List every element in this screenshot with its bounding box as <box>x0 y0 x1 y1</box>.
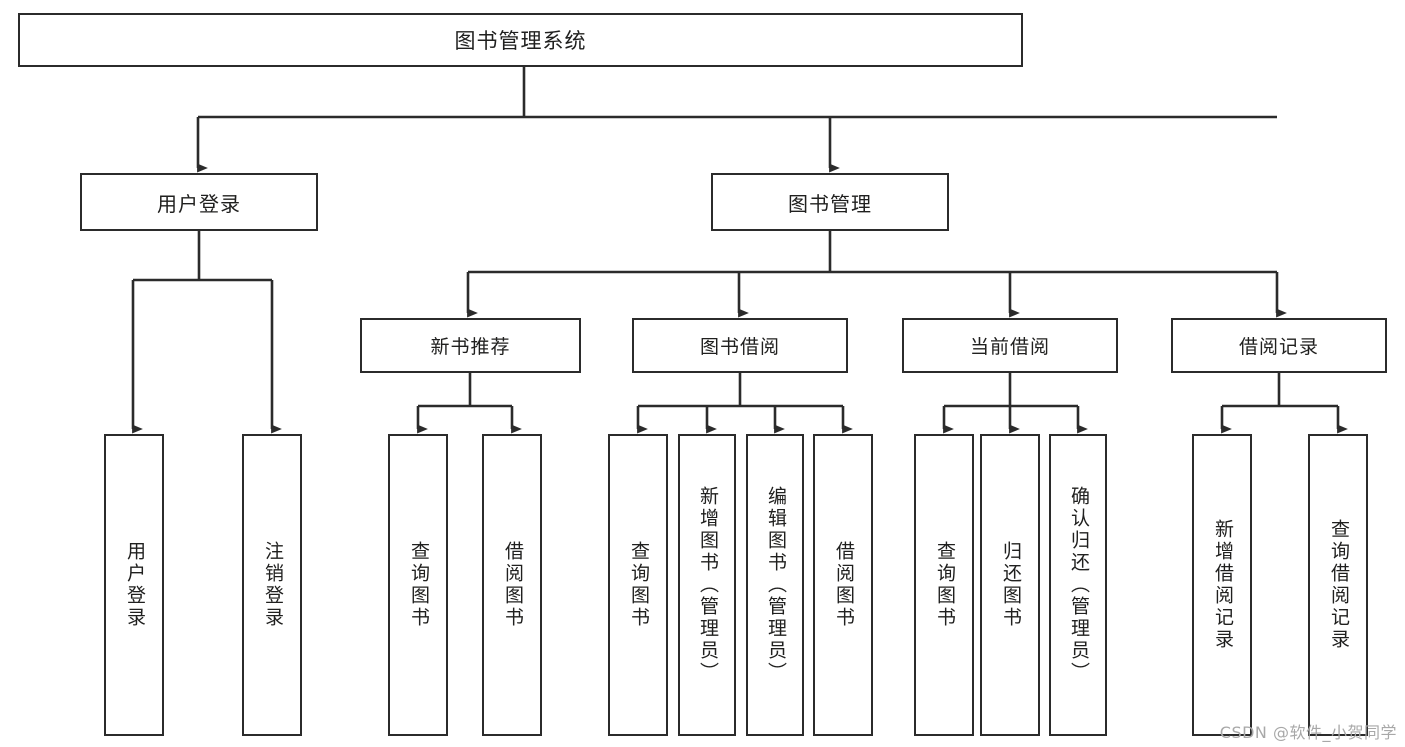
node-leaf-9[interactable]: 查询图书 <box>914 434 974 736</box>
node-leaf-label: 借阅图书 <box>832 541 855 629</box>
node-leaf-3[interactable]: 查询图书 <box>388 434 448 736</box>
node-leaf-label: 用户登录 <box>123 541 146 629</box>
node-leaf-5[interactable]: 查询图书 <box>608 434 668 736</box>
node-leaf-2[interactable]: 注销登录 <box>242 434 302 736</box>
node-leaf-label: 查询图书 <box>627 541 650 629</box>
node-level3-1[interactable]: 新书推荐 <box>360 318 581 373</box>
node-level2-label: 用户登录 <box>157 191 241 216</box>
node-leaf-label: 借阅图书 <box>501 541 524 629</box>
node-root-system[interactable]: 图书管理系统 <box>18 13 1023 67</box>
node-level3-label: 当前借阅 <box>969 336 1050 358</box>
node-leaf-label: 确认归还（管理员） <box>1067 486 1090 684</box>
node-leaf-13[interactable]: 查询借阅记录 <box>1308 434 1368 736</box>
node-leaf-label: 新增图书（管理员） <box>696 486 719 684</box>
node-leaf-label: 新增借阅记录 <box>1211 519 1234 651</box>
node-leaf-label: 查询图书 <box>407 541 430 629</box>
node-root-label: 图书管理系统 <box>454 29 587 53</box>
node-leaf-label: 查询图书 <box>933 541 956 629</box>
node-level3-3[interactable]: 当前借阅 <box>902 318 1118 373</box>
node-leaf-label: 注销登录 <box>261 541 284 629</box>
node-level2-1[interactable]: 用户登录 <box>80 173 318 231</box>
watermark-label: CSDN @软件_小贺同学 <box>1219 723 1397 742</box>
node-level2-label: 图书管理 <box>788 191 872 216</box>
node-leaf-label: 归还图书 <box>999 541 1022 629</box>
node-leaf-8[interactable]: 借阅图书 <box>813 434 873 736</box>
node-level3-2[interactable]: 图书借阅 <box>632 318 848 373</box>
node-leaf-11[interactable]: 确认归还（管理员） <box>1049 434 1107 736</box>
node-leaf-12[interactable]: 新增借阅记录 <box>1192 434 1252 736</box>
node-leaf-4[interactable]: 借阅图书 <box>482 434 542 736</box>
node-leaf-label: 编辑图书（管理员） <box>764 486 787 684</box>
node-leaf-6[interactable]: 新增图书（管理员） <box>678 434 736 736</box>
node-level3-label: 新书推荐 <box>430 336 511 358</box>
node-level3-label: 借阅记录 <box>1238 336 1319 358</box>
node-leaf-10[interactable]: 归还图书 <box>980 434 1040 736</box>
node-level3-4[interactable]: 借阅记录 <box>1171 318 1387 373</box>
node-level3-label: 图书借阅 <box>699 336 780 358</box>
node-leaf-7[interactable]: 编辑图书（管理员） <box>746 434 804 736</box>
node-level2-2[interactable]: 图书管理 <box>711 173 949 231</box>
node-leaf-1[interactable]: 用户登录 <box>104 434 164 736</box>
node-leaf-label: 查询借阅记录 <box>1327 519 1350 651</box>
